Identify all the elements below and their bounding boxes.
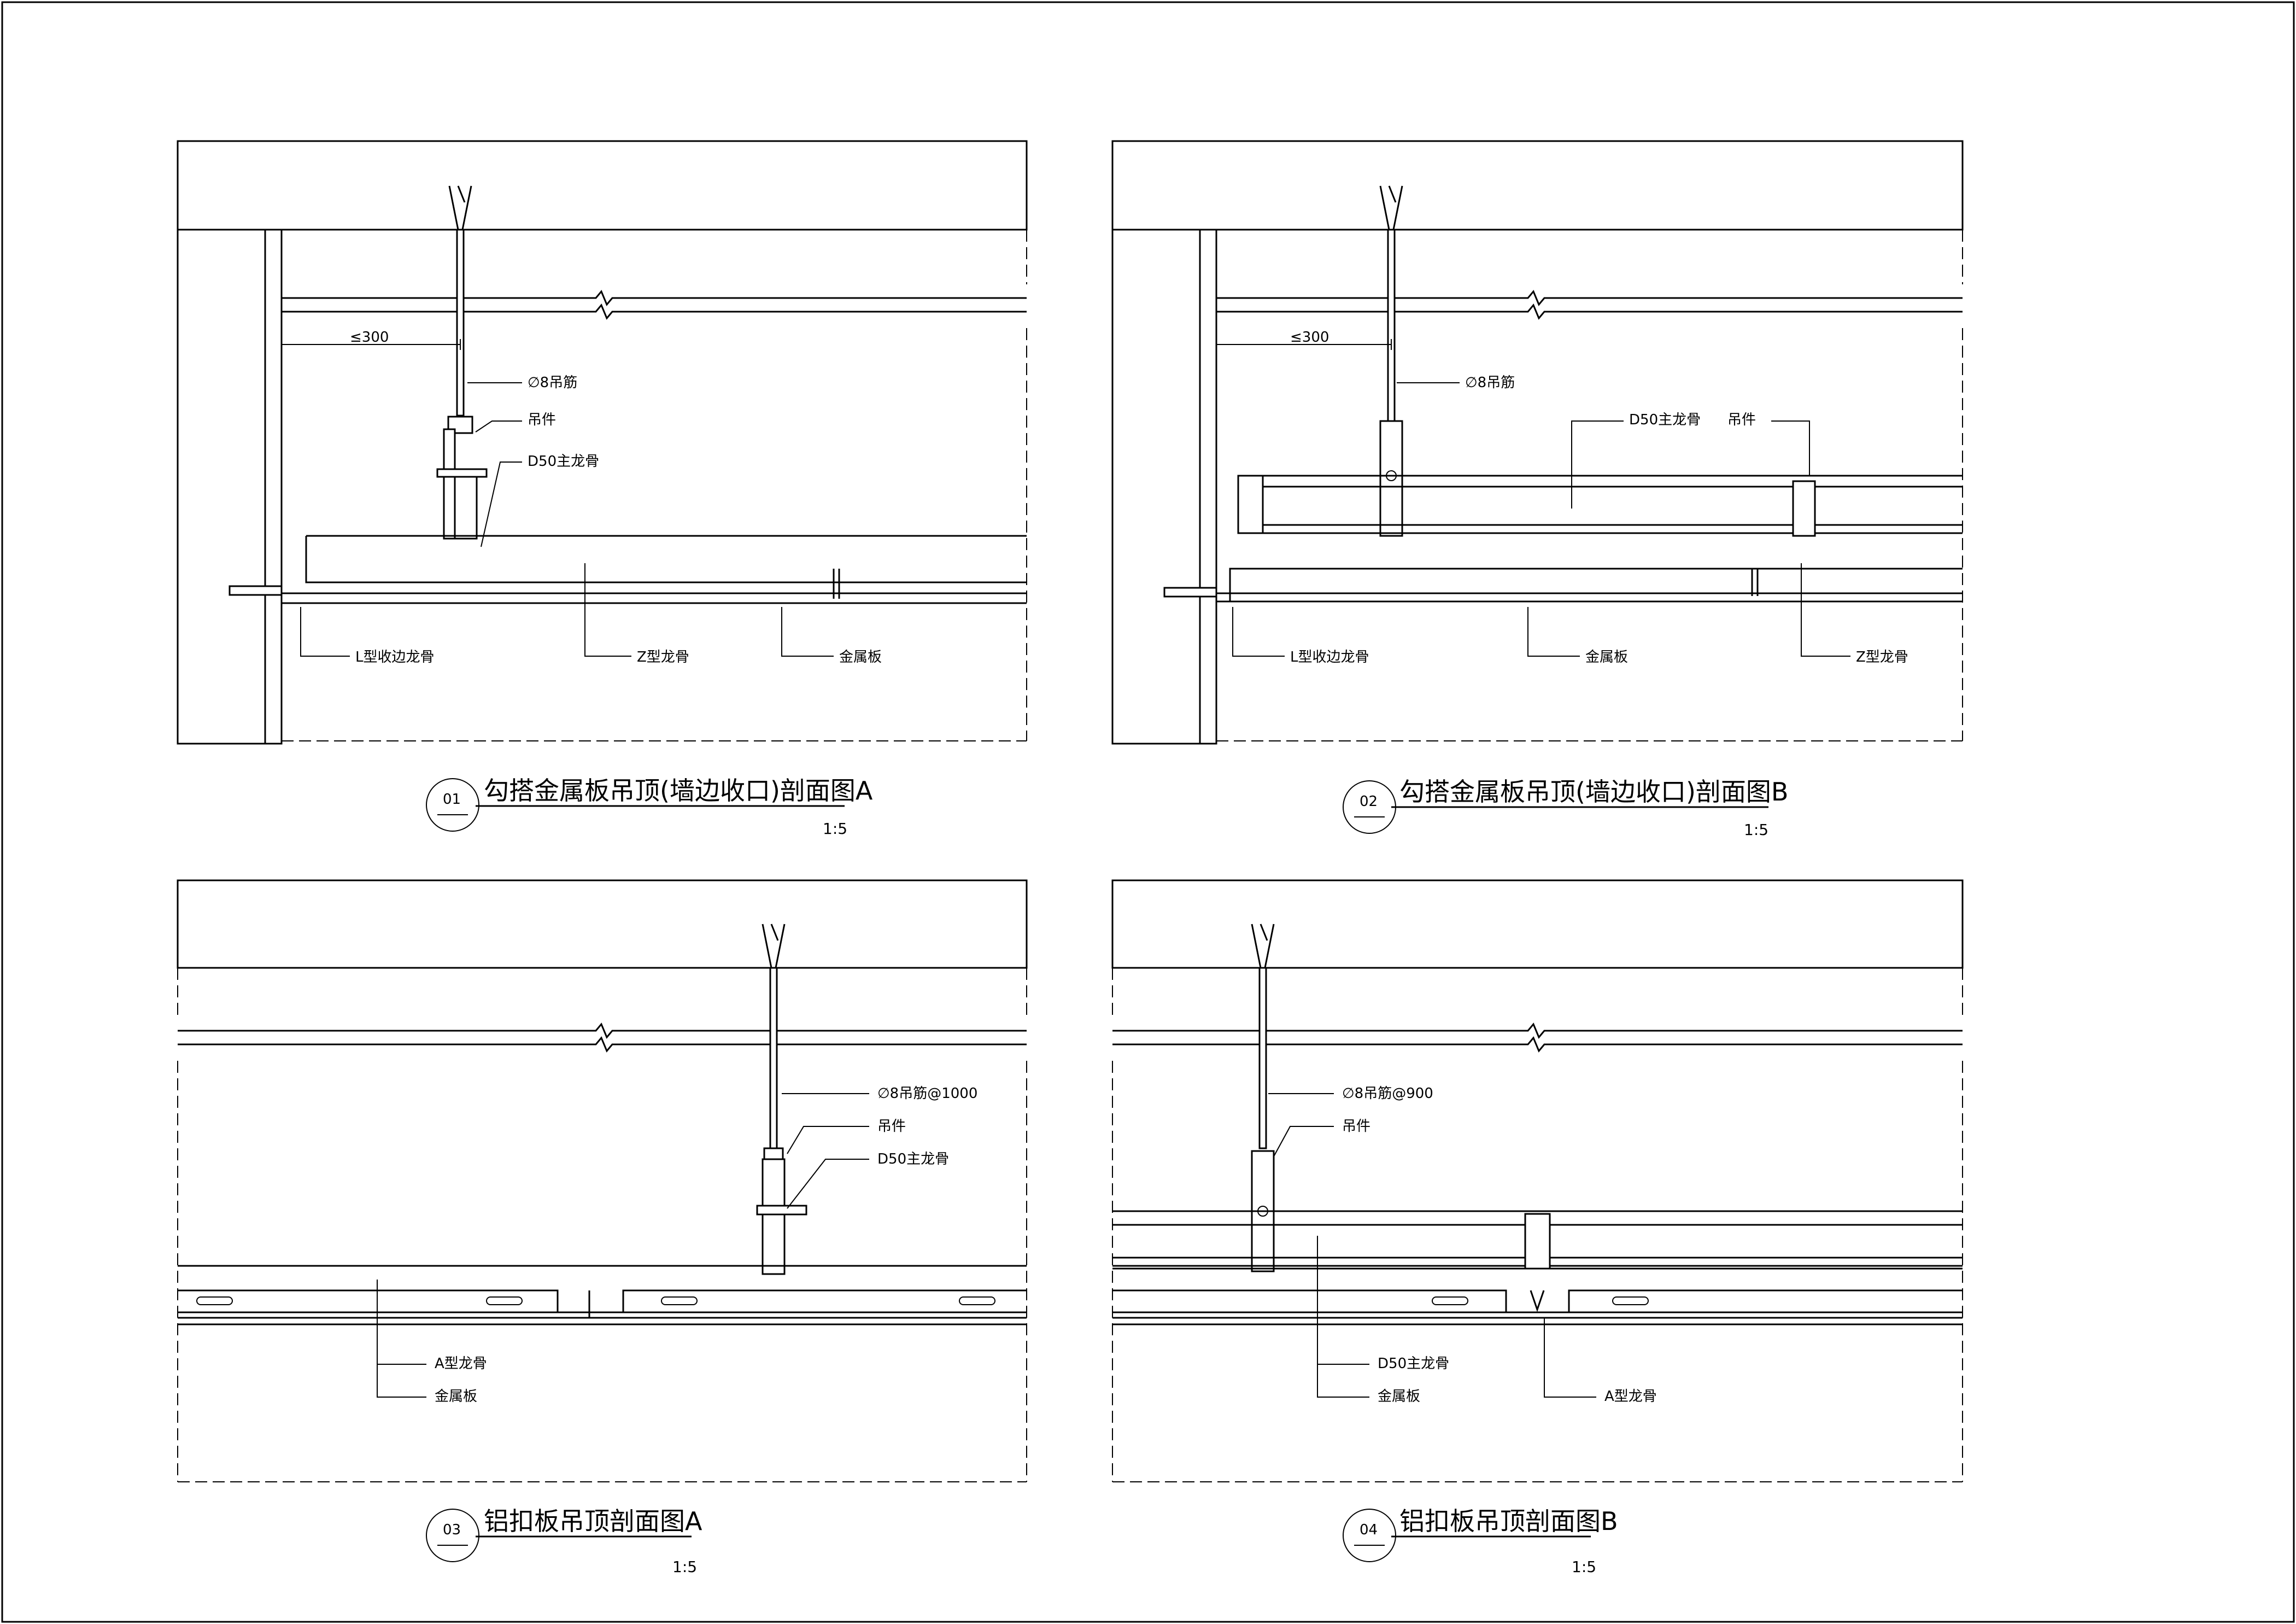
detail-title: 勾搭金属板吊顶(墙边收口)剖面图B	[1399, 777, 1788, 807]
concrete-slab	[177, 140, 1028, 231]
label-hanger: 吊件	[528, 412, 556, 428]
concrete-slab	[1111, 879, 1964, 969]
label-metal-panel: 金属板	[1378, 1388, 1420, 1405]
detail-02: ≤300 ∅8吊筋 D50主龙骨 吊件 L型收边龙骨 金属板 Z型龙骨 02 勾…	[1111, 140, 1964, 839]
label-hanger-rod: ∅8吊筋@1000	[877, 1085, 977, 1102]
break-line	[1112, 1023, 1963, 1039]
label-spacing: ≤300	[350, 329, 389, 346]
l-keel-screw	[1163, 587, 1217, 598]
expansion-anchor	[1379, 185, 1403, 230]
metal-panel	[1112, 1317, 1963, 1325]
hanger-clip	[443, 428, 456, 540]
break-line	[282, 290, 1027, 306]
detail-title: 铝扣板吊顶剖面图A	[484, 1506, 702, 1536]
detail-number-bubble	[426, 778, 479, 832]
concrete-wall	[1111, 229, 1201, 745]
label-a-keel: A型龙骨	[1604, 1388, 1657, 1405]
label-metal-panel: 金属板	[839, 649, 882, 665]
detail-04: ∅8吊筋@900 吊件 D50主龙骨 金属板 A型龙骨 04 铝扣板吊顶剖面图B…	[1111, 879, 1964, 1576]
break-line	[178, 1036, 1027, 1053]
label-hanger: 吊件	[1727, 412, 1756, 428]
label-z-keel: Z型龙骨	[637, 649, 689, 665]
main-keel	[1238, 475, 1963, 534]
expansion-anchor	[448, 185, 472, 230]
label-hanger: 吊件	[1342, 1118, 1370, 1135]
break-line	[282, 303, 1027, 320]
label-main-keel: D50主龙骨	[1378, 1356, 1449, 1372]
main-keel	[454, 472, 478, 540]
detail-number: 02	[1360, 793, 1378, 810]
label-l-keel: L型收边龙骨	[1290, 649, 1369, 665]
expansion-anchor	[762, 924, 786, 968]
label-metal-panel: 金属板	[1585, 649, 1628, 665]
hanger-clip	[1792, 480, 1816, 537]
metal-panel	[1216, 568, 1963, 603]
label-hanger-rod: ∅8吊筋@900	[1342, 1085, 1433, 1102]
label-l-keel: L型收边龙骨	[355, 649, 435, 665]
detail-scale: 1:5	[1572, 1558, 1596, 1576]
concrete-slab	[177, 879, 1028, 969]
detail-number: 03	[443, 1522, 461, 1538]
label-z-keel: Z型龙骨	[1856, 649, 1908, 665]
a-keel	[1112, 1267, 1963, 1313]
l-keel-screw	[229, 585, 283, 596]
detail-number: 04	[1360, 1522, 1378, 1538]
detail-scale: 1:5	[823, 820, 847, 838]
detail-scale: 1:5	[1744, 821, 1768, 839]
hanger-clip	[1524, 1213, 1551, 1270]
label-spacing: ≤300	[1290, 329, 1329, 346]
label-metal-panel: 金属板	[435, 1388, 477, 1405]
detail-scale: 1:5	[672, 1558, 697, 1576]
detail-number-bubble	[426, 1509, 479, 1562]
break-line	[1112, 1036, 1963, 1053]
z-keel	[305, 536, 1027, 583]
hanger-rod	[769, 967, 778, 1149]
hanger-rod	[1258, 967, 1267, 1149]
detail-title: 勾搭金属板吊顶(墙边收口)剖面图A	[484, 776, 873, 805]
detail-01: ≤300 ∅8吊筋 吊件 D50主龙骨 L型收边龙骨 Z型龙骨 金属板 01 勾…	[177, 140, 1028, 838]
label-hanger-rod: ∅8吊筋	[528, 375, 577, 391]
label-main-keel: D50主龙骨	[1629, 412, 1701, 428]
a-keel	[178, 1265, 1027, 1313]
label-main-keel: D50主龙骨	[528, 453, 599, 470]
metal-panel	[282, 592, 1027, 604]
break-line	[178, 1023, 1027, 1039]
label-hanger: 吊件	[877, 1118, 906, 1135]
label-hanger-rod: ∅8吊筋	[1465, 375, 1515, 391]
detail-number-bubble	[1343, 1509, 1396, 1562]
wall-plaster	[1199, 229, 1217, 745]
wall-plaster	[264, 229, 283, 745]
detail-title: 铝扣板吊顶剖面图B	[1399, 1506, 1618, 1536]
concrete-slab	[1111, 140, 1964, 231]
hanger	[762, 1158, 786, 1275]
concrete-wall	[177, 229, 266, 745]
hanger-rod	[456, 229, 465, 417]
detail-03: ∅8吊筋@1000 吊件 D50主龙骨 A型龙骨 金属板 03 铝扣板吊顶剖面图…	[177, 879, 1028, 1576]
break-line	[1216, 290, 1963, 306]
hanger-rod	[1387, 229, 1396, 422]
metal-panel	[178, 1317, 1027, 1325]
label-a-keel: A型龙骨	[435, 1356, 487, 1372]
detail-number: 01	[443, 791, 461, 808]
hanger	[1379, 420, 1403, 537]
break-line	[1216, 303, 1963, 320]
expansion-anchor	[1251, 924, 1275, 968]
label-main-keel: D50主龙骨	[877, 1151, 949, 1167]
